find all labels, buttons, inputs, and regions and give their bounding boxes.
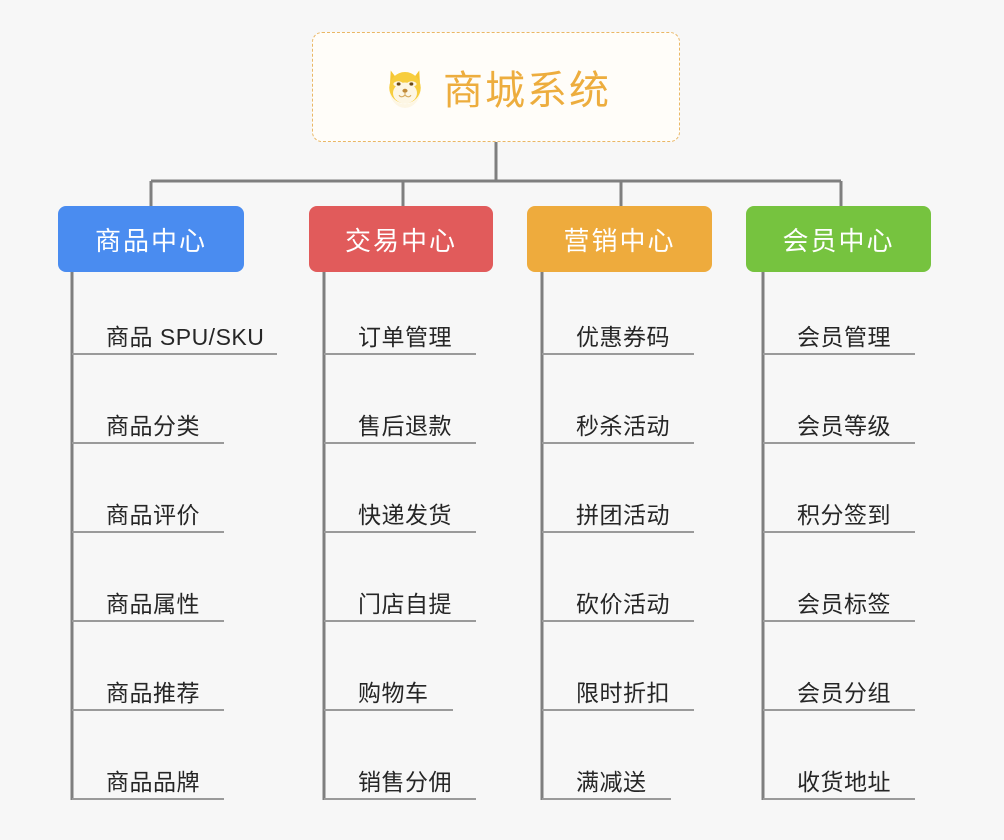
leaf-item[interactable]: 销售分佣 [324,750,476,800]
leaf-item[interactable]: 售后退款 [324,394,476,444]
leaf-item[interactable]: 商品品牌 [72,750,224,800]
leaf-label: 商品分类 [106,413,200,439]
branch-label: 会员中心 [782,225,895,256]
leaf-label: 售后退款 [358,413,452,439]
leaf-item[interactable]: 订单管理 [324,305,476,355]
leaf-label: 快递发货 [358,502,452,528]
leaf-item[interactable]: 优惠券码 [542,305,694,355]
branch-node-2[interactable]: 交易中心 [309,206,493,272]
leaf-item[interactable]: 收货地址 [763,750,915,800]
shiba-dog-emoji [381,63,429,111]
leaf-label: 商品属性 [106,591,200,617]
leaf-label: 优惠券码 [576,324,670,350]
leaf-item[interactable]: 商品推荐 [72,661,224,711]
leaf-item[interactable]: 限时折扣 [542,661,694,711]
branch-node-4[interactable]: 会员中心 [746,206,931,272]
leaf-item[interactable]: 会员标签 [763,572,915,622]
leaf-label: 销售分佣 [358,769,452,795]
branch-node-1[interactable]: 商品中心 [58,206,244,272]
leaf-item[interactable]: 商品评价 [72,483,224,533]
leaf-item[interactable]: 商品属性 [72,572,224,622]
branch-label: 商品中心 [94,225,207,256]
root-title: 商城系统 [443,69,611,113]
leaf-label: 门店自提 [358,591,452,617]
leaf-label: 会员管理 [797,324,891,350]
branch-label: 营销中心 [563,225,676,256]
leaf-item[interactable]: 会员等级 [763,394,915,444]
branch-node-3[interactable]: 营销中心 [527,206,712,272]
leaf-item[interactable]: 满减送 [542,750,671,800]
branch-label: 交易中心 [344,225,457,256]
leaf-item[interactable]: 会员分组 [763,661,915,711]
leaf-item[interactable]: 会员管理 [763,305,915,355]
leaf-label: 积分签到 [797,502,891,528]
leaf-item[interactable]: 积分签到 [763,483,915,533]
leaf-item[interactable]: 门店自提 [324,572,476,622]
leaf-label: 会员分组 [797,680,891,706]
leaf-label: 会员标签 [797,591,891,617]
leaf-label: 拼团活动 [576,502,670,528]
leaf-label: 秒杀活动 [576,413,670,439]
leaf-item[interactable]: 秒杀活动 [542,394,694,444]
leaf-label: 商品评价 [106,502,200,528]
leaf-label: 满减送 [576,769,647,795]
leaf-label: 商品推荐 [106,680,200,706]
leaf-item[interactable]: 商品分类 [72,394,224,444]
leaf-item[interactable]: 砍价活动 [542,572,694,622]
leaf-label: 限时折扣 [576,680,670,706]
leaf-label: 收货地址 [797,769,891,795]
leaf-label: 会员等级 [797,413,891,439]
leaf-item[interactable]: 快递发货 [324,483,476,533]
leaf-item[interactable]: 拼团活动 [542,483,694,533]
leaf-label: 购物车 [358,680,429,706]
leaf-label: 商品 SPU/SKU [106,324,265,350]
leaf-label: 商品品牌 [106,769,200,795]
root-node-mall-system[interactable]: 商城系统 [312,32,680,142]
leaf-item[interactable]: 商品 SPU/SKU [72,305,277,355]
leaf-item[interactable]: 购物车 [324,661,453,711]
leaf-label: 砍价活动 [576,591,670,617]
leaf-label: 订单管理 [358,324,452,350]
